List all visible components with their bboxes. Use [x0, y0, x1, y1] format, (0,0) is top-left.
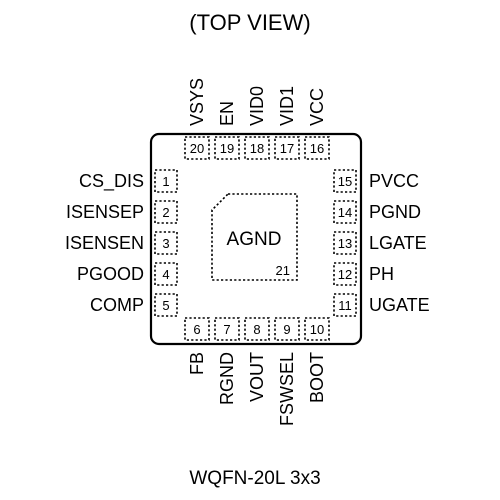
exposed-pad-label: AGND: [227, 229, 282, 250]
pin-name: RGND: [217, 352, 237, 405]
pin-name: PVCC: [369, 171, 419, 191]
pin-name: FB: [187, 352, 207, 375]
pin-name: VCC: [307, 88, 327, 126]
pin-number: 4: [162, 267, 169, 282]
pin-number: 18: [250, 141, 264, 156]
pin-number: 3: [162, 236, 169, 251]
pin-number: 5: [162, 298, 169, 313]
pin-number: 17: [280, 141, 294, 156]
pin-name: VID1: [277, 86, 297, 126]
pin-pad: [274, 317, 300, 341]
pin-number: 15: [338, 174, 352, 189]
pin-13: 13 LGATE: [333, 231, 427, 255]
pin-number: 7: [223, 322, 230, 337]
pin-pad: [333, 200, 357, 224]
pin-pad: [333, 293, 357, 317]
pin-5: 5 COMP: [90, 293, 178, 317]
pin-name: COMP: [90, 295, 144, 315]
pin-2: 2 ISENSEP: [66, 200, 178, 224]
pin-number: 6: [193, 322, 200, 337]
pin-pad: [304, 317, 330, 341]
pin-name: VOUT: [247, 352, 267, 402]
pin-number: 13: [338, 236, 352, 251]
exposed-pad-outline: [211, 193, 298, 281]
pin-6: 6FB: [184, 317, 210, 375]
pin-15: 15 PVCC: [333, 169, 419, 193]
pin-pad: [244, 317, 270, 341]
pin-number: 14: [338, 205, 352, 220]
pin-pad: [304, 136, 330, 160]
pin-name: EN: [217, 101, 237, 126]
pin-pad: [214, 317, 240, 341]
pin-3: 3 ISENSEN: [65, 231, 178, 255]
pin-pad: [184, 136, 210, 160]
pin-name: CS_DIS: [79, 171, 144, 192]
view-title: (TOP VIEW): [189, 10, 310, 35]
pin-name: LGATE: [369, 233, 427, 253]
pin-pad: [333, 231, 357, 255]
pin-name: ISENSEP: [66, 202, 144, 222]
pin-number: 12: [338, 267, 352, 282]
package-body: [149, 132, 363, 346]
pin-pad: [154, 262, 178, 286]
pin-17: 17 VID1: [274, 86, 300, 160]
pin-pad: [154, 169, 178, 193]
pin-20: 20 VSYS: [184, 78, 210, 160]
pin-pad: [274, 136, 300, 160]
pin-16: 16 VCC: [304, 88, 330, 160]
pin-1: 1 CS_DIS: [79, 169, 178, 193]
pin-name: PGND: [369, 202, 421, 222]
pin-name: UGATE: [369, 295, 430, 315]
pin-11: 11 UGATE: [333, 293, 430, 317]
pin-number: 20: [190, 141, 204, 156]
exposed-pad-number: 21: [276, 263, 290, 278]
pins-layer: 1 CS_DIS 2 ISENSEP 3 ISENSEN 4 PGOOD 5 COMP 15 PVCC…: [65, 78, 430, 426]
pin-pad: [154, 200, 178, 224]
pin-number: 1: [162, 174, 169, 189]
pin-number: 19: [220, 141, 234, 156]
pin-number: 11: [338, 298, 352, 313]
pin-pad: [154, 293, 178, 317]
package-name: WQFN-20L 3x3: [189, 468, 320, 489]
pin-14: 14 PGND: [333, 200, 421, 224]
pin-pad: [333, 262, 357, 286]
pin-name: PGOOD: [77, 264, 144, 284]
pin-name: BOOT: [307, 352, 327, 403]
pin-pad: [154, 231, 178, 255]
pin-name: ISENSEN: [65, 233, 144, 253]
pin-name: VSYS: [187, 78, 207, 126]
pin-pad: [333, 169, 357, 193]
pin-19: 19 EN: [214, 101, 240, 160]
pin-18: 18 VID0: [244, 86, 270, 160]
pin-number: 16: [310, 141, 324, 156]
pin-pad: [244, 136, 270, 160]
pin-12: 12 PH: [333, 262, 394, 286]
pin-number: 8: [253, 322, 260, 337]
pin-number: 9: [283, 322, 290, 337]
pin-4: 4 PGOOD: [77, 262, 178, 286]
pin-number: 10: [310, 322, 324, 337]
pin-number: 2: [162, 205, 169, 220]
pin-name: VID0: [247, 86, 267, 126]
pin-name: FSWSEL: [277, 352, 297, 426]
pin-pad: [184, 317, 210, 341]
pin-pad: [214, 136, 240, 160]
pin-name: PH: [369, 264, 394, 284]
